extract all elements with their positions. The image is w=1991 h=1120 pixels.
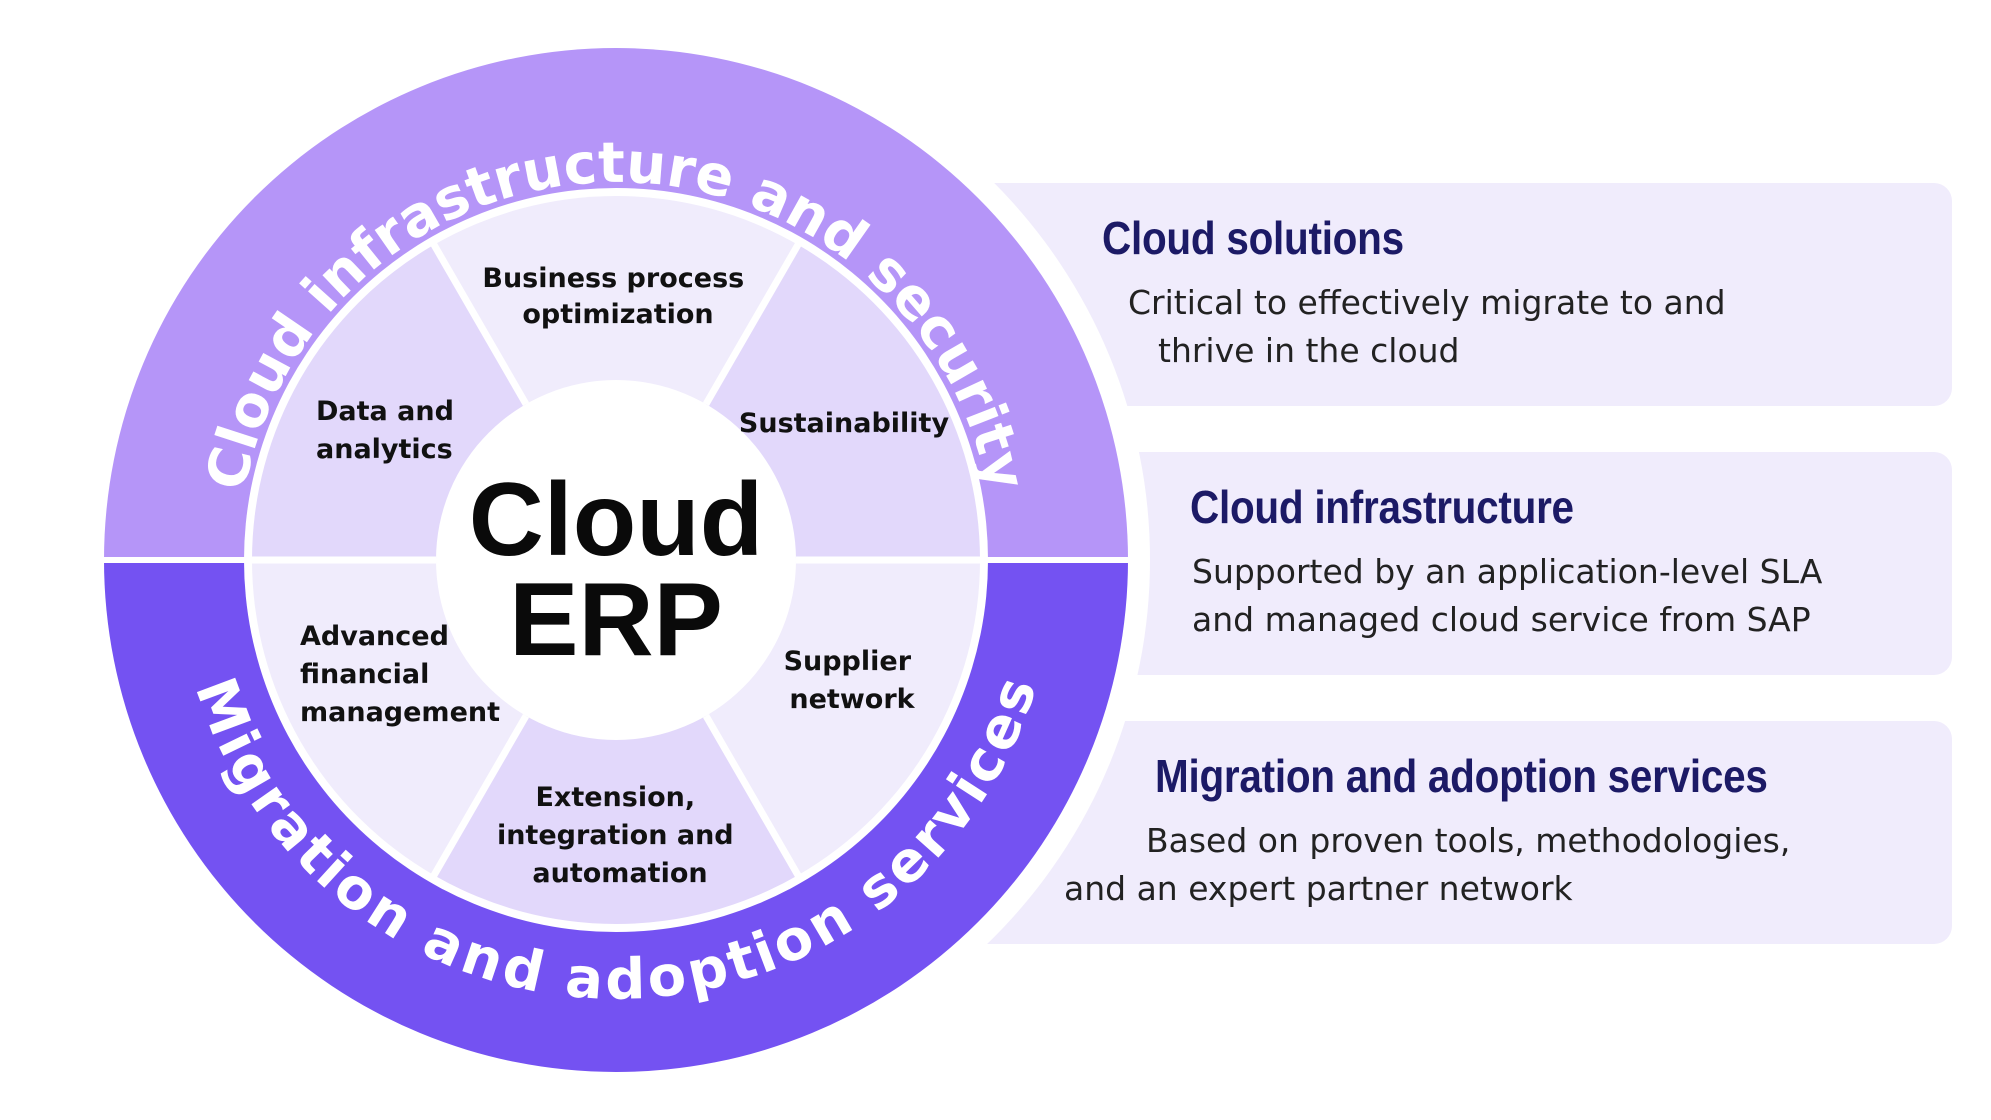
segment-label-line: financial — [300, 659, 429, 690]
segment-label-line: Supplier — [784, 646, 912, 677]
segment-label-line: Extension, — [535, 782, 695, 813]
segment-labels: Business process optimization Sustainabi… — [300, 263, 949, 889]
segment-label-advanced-financial: Advanced financial management — [300, 621, 500, 728]
panel-description-line: thrive in the cloud — [1158, 331, 1460, 370]
panel-description: Supported by an application-level SLA an… — [1192, 548, 1822, 644]
panel-description-line: Supported by an application-level SLA — [1192, 552, 1823, 591]
segment-label-line: integration and — [497, 820, 734, 851]
segment-label-data-analytics: Data and analytics — [316, 396, 463, 465]
migration-adoption-panel: Migration and adoption services Based on… — [960, 721, 1952, 944]
panel-description: Critical to effectively migrate to and t… — [1128, 279, 1726, 375]
panel-title: Cloud infrastructure — [1190, 481, 1574, 533]
segment-divider-line — [428, 714, 530, 881]
segment-label-extension: Extension, integration and automation — [497, 782, 743, 889]
center-circle — [436, 380, 796, 740]
segment-divider-line — [428, 239, 530, 406]
segment-wedge — [434, 195, 798, 560]
panel-title: Cloud solutions — [1102, 212, 1404, 264]
segment-label-sustainability: Sustainability — [739, 408, 950, 439]
panel-description-line: and an expert partner network — [1064, 869, 1573, 908]
segment-label-line: Data and — [316, 396, 454, 427]
segment-label-supplier-network: Supplier network — [784, 646, 921, 715]
panel-description-line: Based on proven tools, methodologies, — [1146, 821, 1791, 860]
segment-divider-line — [702, 239, 804, 406]
segment-label-business-process: Business process optimization — [482, 263, 753, 330]
segment-label-line: management — [300, 697, 500, 728]
segment-label-line: automation — [532, 858, 707, 889]
panel-description: Based on proven tools, methodologies, an… — [1064, 817, 1791, 913]
panel-title: Migration and adoption services — [1155, 750, 1768, 802]
panel-description-line: and managed cloud service from SAP — [1192, 600, 1811, 639]
segment-label-line: Business process — [482, 263, 744, 294]
segment-divider-line — [702, 714, 804, 881]
segment-dividers — [248, 239, 984, 881]
segment-label-line: analytics — [316, 434, 453, 465]
segment-label-line: Advanced — [300, 621, 449, 652]
panel-description-line: Critical to effectively migrate to and — [1128, 283, 1726, 322]
segment-wedge — [434, 560, 798, 925]
segment-label-line: optimization — [522, 299, 713, 330]
segment-label-line: network — [789, 684, 915, 715]
center-label-cloud: Cloud — [469, 462, 764, 578]
cloud-solutions-panel: Cloud solutions Critical to effectively … — [960, 183, 1952, 406]
segment-label-line: Sustainability — [739, 408, 950, 439]
center-label-erp: ERP — [509, 562, 723, 678]
